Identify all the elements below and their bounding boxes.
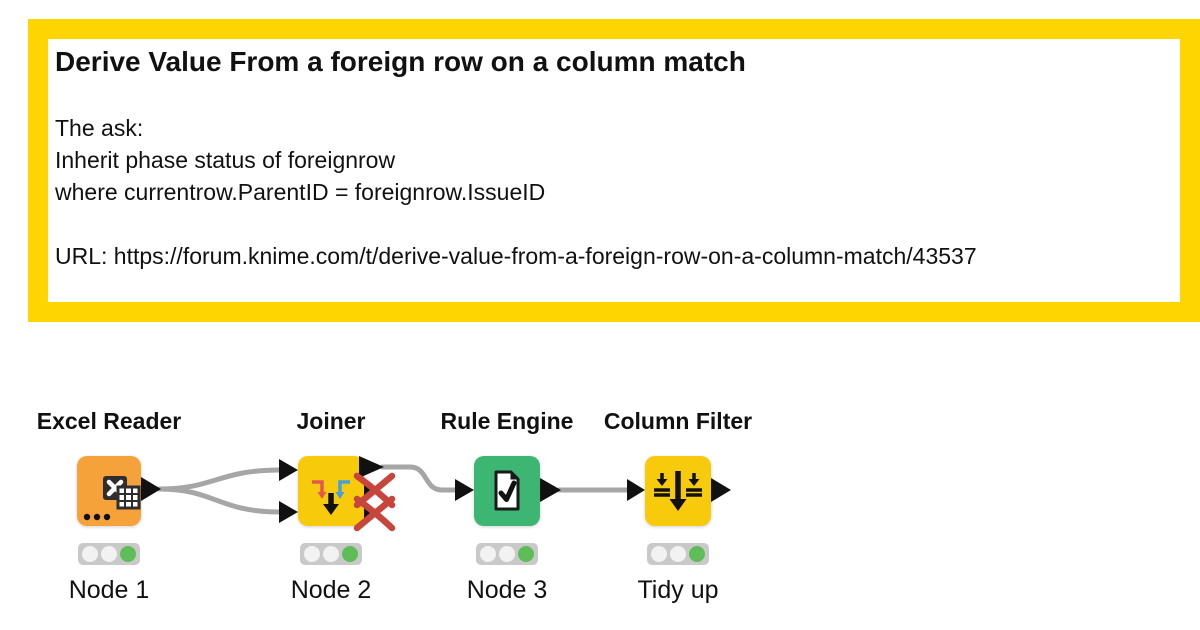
status-dot-off bbox=[82, 546, 98, 562]
status-dot-off bbox=[670, 546, 686, 562]
status-dot-off bbox=[304, 546, 320, 562]
node-rule-engine[interactable] bbox=[474, 456, 540, 526]
node-status-joiner bbox=[300, 543, 362, 565]
node-title-excel-reader: Excel Reader bbox=[36, 408, 182, 434]
status-dot-green bbox=[342, 546, 358, 562]
status-dot-green bbox=[518, 546, 534, 562]
node-label-joiner[interactable]: Node 2 bbox=[290, 576, 372, 604]
node-title-rule-engine: Rule Engine bbox=[440, 408, 574, 434]
connection-joiner-to-rule-engine[interactable] bbox=[379, 464, 459, 493]
excel-reader-output-port[interactable] bbox=[141, 477, 161, 501]
status-dot-off bbox=[101, 546, 117, 562]
node-label-rule-engine[interactable]: Node 3 bbox=[466, 576, 548, 604]
status-dot-green bbox=[689, 546, 705, 562]
connection-excel-to-joiner-bottom[interactable] bbox=[156, 486, 283, 515]
status-dot-off bbox=[480, 546, 496, 562]
node-joiner[interactable] bbox=[298, 456, 364, 526]
status-dot-off bbox=[651, 546, 667, 562]
joiner-input-port-top[interactable] bbox=[279, 459, 298, 481]
column-filter-icon bbox=[654, 471, 702, 511]
node-title-joiner: Joiner bbox=[296, 408, 366, 434]
status-dot-off bbox=[499, 546, 515, 562]
rule-engine-icon bbox=[494, 470, 520, 511]
rule-engine-input-port[interactable] bbox=[455, 479, 474, 501]
column-filter-output-port[interactable] bbox=[711, 478, 731, 502]
node-status-excel-reader bbox=[78, 543, 140, 565]
node-label-column-filter[interactable]: Tidy up bbox=[637, 576, 719, 604]
node-title-column-filter: Column Filter bbox=[603, 408, 753, 434]
joiner-output-port-top[interactable] bbox=[359, 456, 384, 478]
node-status-column-filter bbox=[647, 543, 709, 565]
node-excel-reader[interactable] bbox=[77, 456, 141, 526]
workflow-annotation[interactable]: Derive Value From a foreign row on a col… bbox=[28, 19, 1200, 322]
joiner-input-port-bottom[interactable] bbox=[279, 501, 298, 523]
excel-reader-icon bbox=[83, 476, 141, 521]
joiner-icon bbox=[312, 480, 350, 515]
annotation-body: The ask: Inherit phase status of foreign… bbox=[55, 115, 977, 269]
node-column-filter[interactable] bbox=[645, 456, 711, 526]
status-dot-green bbox=[120, 546, 136, 562]
red-cross-mark-bottom-port bbox=[353, 495, 396, 532]
column-filter-input-port[interactable] bbox=[627, 479, 645, 501]
status-dot-off bbox=[323, 546, 339, 562]
node-status-rule-engine bbox=[476, 543, 538, 565]
rule-engine-output-port[interactable] bbox=[540, 478, 561, 502]
annotation-title: Derive Value From a foreign row on a col… bbox=[55, 46, 746, 77]
node-label-excel-reader[interactable]: Node 1 bbox=[68, 576, 150, 604]
